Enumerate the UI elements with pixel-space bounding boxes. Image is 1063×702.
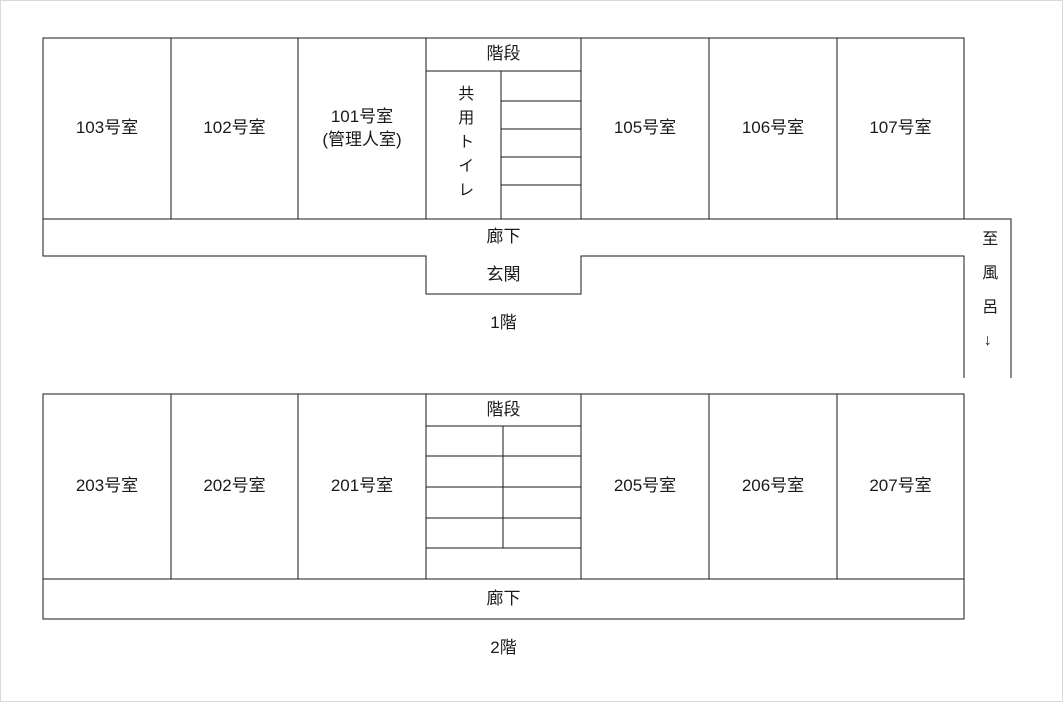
floor2-corridor-label: 廊下: [486, 588, 521, 608]
room-101-note: (管理人室): [322, 129, 402, 149]
floor2-stairs-label: 階段: [486, 399, 521, 419]
shared-toilet-label: 共用トイレ: [455, 85, 473, 205]
to-bath-label: 至風呂↓: [979, 229, 997, 367]
room-103-label: 103号室: [75, 118, 139, 138]
floor2-stairs-lines: [426, 426, 581, 549]
room-105-label: 105号室: [613, 118, 677, 138]
floor1-stairs-label: 階段: [486, 44, 521, 64]
floor1-title: 1階: [490, 312, 517, 332]
room-101-name: 101号室: [330, 106, 394, 126]
room-205-label: 205号室: [613, 476, 677, 496]
room-102-label: 102号室: [203, 118, 266, 138]
room-101-label: 101号室 (管理人室): [298, 38, 426, 219]
floor2-title: 2階: [490, 638, 517, 658]
floor1-corridor-and-entrance: [42, 219, 965, 378]
room-201-label: 201号室: [330, 476, 394, 496]
room-106-label: 106号室: [741, 118, 805, 138]
entrance-label: 玄関: [486, 264, 521, 284]
floor1-stairs-lines: [501, 100, 581, 186]
room-107-label: 107号室: [869, 118, 932, 138]
room-206-label: 206号室: [741, 476, 805, 496]
room-202-label: 202号室: [203, 476, 266, 496]
floor2-corridor: [42, 579, 965, 620]
bath-passage-lines: [964, 218, 1012, 378]
floor1-corridor-label: 廊下: [486, 227, 521, 247]
room-203-label: 203号室: [75, 476, 139, 496]
room-207-label: 207号室: [869, 476, 932, 496]
